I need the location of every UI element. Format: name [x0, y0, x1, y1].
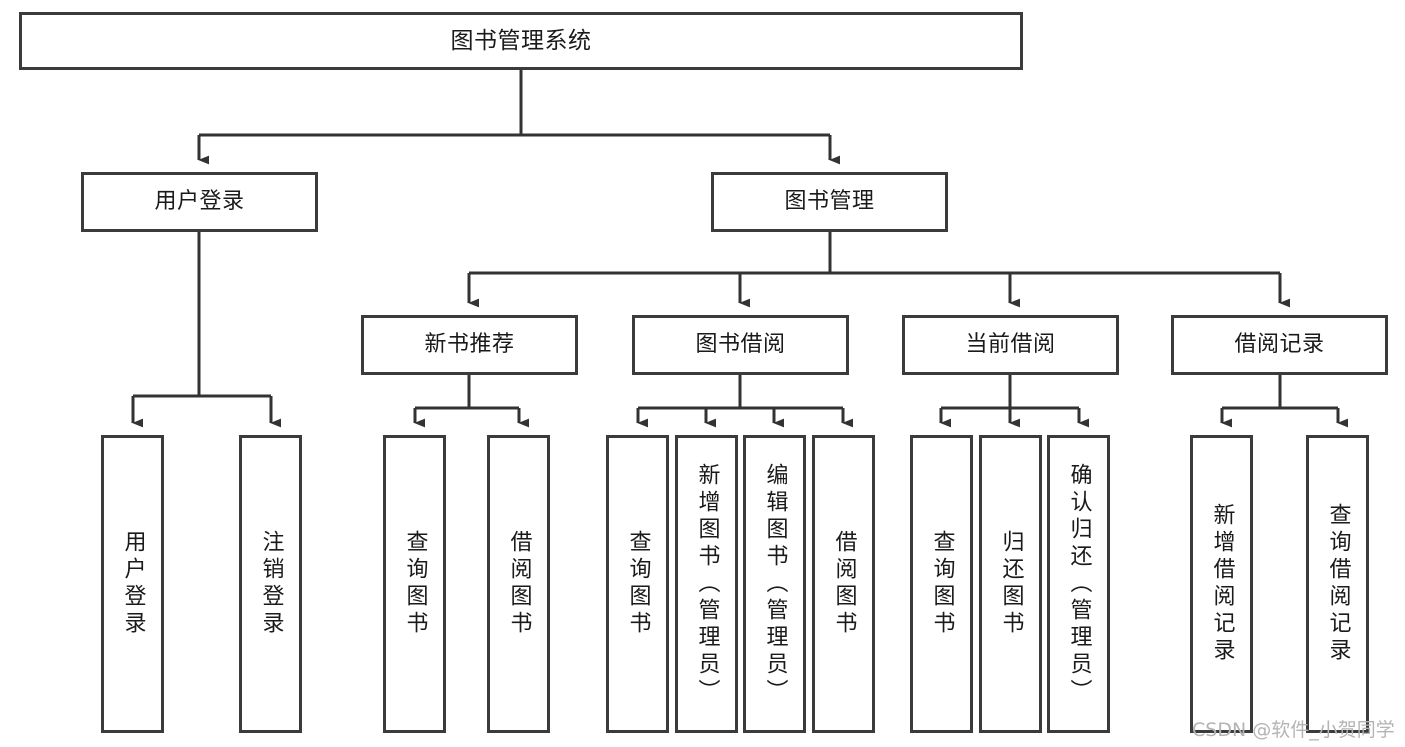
- node-label: 用户登录: [154, 189, 245, 215]
- node-label: 查询图书: [625, 530, 651, 638]
- node-label: 当前借阅: [965, 332, 1056, 358]
- leaf-add-book-admin[interactable]: 新增图书（管理员）: [675, 435, 738, 733]
- node-label: 借阅图书: [831, 530, 857, 638]
- leaf-logout[interactable]: 注销登录: [239, 435, 302, 733]
- node-label: 编辑图书（管理员）: [762, 462, 788, 706]
- leaf-add-borrow-record[interactable]: 新增借阅记录: [1190, 435, 1253, 733]
- node-label: 借阅记录: [1234, 332, 1325, 358]
- node-borrow-record[interactable]: 借阅记录: [1171, 315, 1388, 375]
- node-label: 借阅图书: [506, 530, 532, 638]
- leaf-borrow-book-new[interactable]: 借阅图书: [487, 435, 550, 733]
- node-label: 查询借阅记录: [1325, 503, 1351, 665]
- node-label: 图书管理: [784, 189, 875, 215]
- leaf-search-book-current[interactable]: 查询图书: [910, 435, 973, 733]
- csdn-watermark: CSDN @软件_小贺同学: [1192, 719, 1395, 741]
- node-new-book-recommend[interactable]: 新书推荐: [361, 315, 578, 375]
- node-book-borrow[interactable]: 图书借阅: [632, 315, 849, 375]
- node-label: 用户登录: [120, 530, 146, 638]
- node-label: 图书管理系统: [450, 27, 592, 54]
- leaf-search-book-borrow[interactable]: 查询图书: [606, 435, 669, 733]
- leaf-search-borrow-record[interactable]: 查询借阅记录: [1306, 435, 1369, 733]
- node-label: 确认归还（管理员）: [1066, 462, 1092, 706]
- node-label: 注销登录: [258, 530, 284, 638]
- node-label: 查询图书: [402, 530, 428, 638]
- node-label: 新书推荐: [424, 332, 515, 358]
- node-book-management[interactable]: 图书管理: [711, 172, 948, 232]
- leaf-confirm-return-admin[interactable]: 确认归还（管理员）: [1047, 435, 1110, 733]
- leaf-search-book-new[interactable]: 查询图书: [383, 435, 446, 733]
- leaf-return-book[interactable]: 归还图书: [979, 435, 1042, 733]
- node-root-book-management-system[interactable]: 图书管理系统: [19, 12, 1023, 70]
- node-label: 新增图书（管理员）: [694, 462, 720, 706]
- node-label: 查询图书: [929, 530, 955, 638]
- node-label: 新增借阅记录: [1209, 503, 1235, 665]
- node-label: 图书借阅: [695, 332, 786, 358]
- leaf-user-login[interactable]: 用户登录: [101, 435, 164, 733]
- leaf-borrow-book[interactable]: 借阅图书: [812, 435, 875, 733]
- node-user-login[interactable]: 用户登录: [81, 172, 318, 232]
- node-current-borrow[interactable]: 当前借阅: [902, 315, 1119, 375]
- leaf-edit-book-admin[interactable]: 编辑图书（管理员）: [743, 435, 806, 733]
- node-label: 归还图书: [998, 530, 1024, 638]
